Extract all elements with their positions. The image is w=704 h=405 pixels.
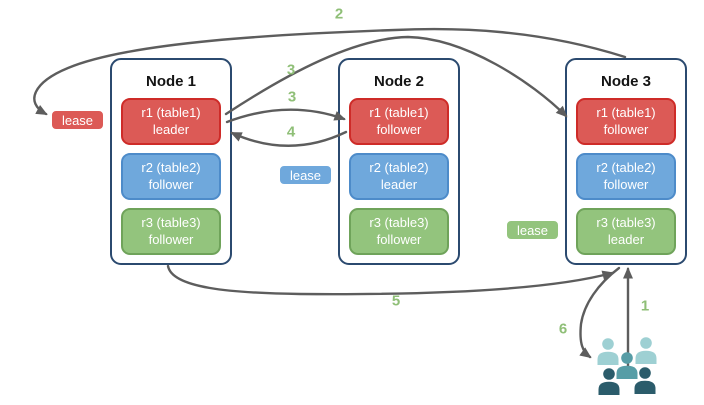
replica-name: r2 (table2) (141, 159, 201, 175)
node-2-replica-r2: r2 (table2) leader (349, 153, 449, 200)
arrow-label-3b: 3 (287, 88, 297, 106)
node-3-box: Node 3 r1 (table1) follower r2 (table2) … (565, 58, 687, 265)
lease-tag-blue: lease (278, 164, 333, 186)
arrow-5-path (166, 264, 614, 296)
replica-role: follower (376, 231, 422, 247)
node-2-replica-r3: r3 (table3) follower (349, 208, 449, 255)
arrow-label-1: 1 (640, 297, 650, 315)
arrow-label-5: 5 (391, 292, 401, 310)
user-middle-icon (616, 352, 638, 379)
node-3-title: Node 3 (600, 73, 651, 90)
replica-name: r3 (table3) (141, 214, 201, 230)
node-3-replica-r3: r3 (table3) leader (576, 208, 676, 255)
replica-name: r2 (table2) (596, 159, 656, 175)
lease-tag-red: lease (50, 109, 105, 131)
replica-role: follower (148, 231, 194, 247)
replica-role: leader (607, 231, 645, 247)
user-back-right-icon (635, 337, 657, 364)
replica-name: r3 (table3) (369, 214, 429, 230)
user-back-left-icon (597, 338, 619, 365)
node-3-replica-r1: r1 (table1) follower (576, 98, 676, 145)
node-3-replica-r2: r2 (table2) follower (576, 153, 676, 200)
arrow-label-2: 2 (334, 5, 344, 23)
replica-name: r1 (table1) (369, 104, 429, 120)
replica-name: r3 (table3) (596, 214, 656, 230)
users-group-icon (597, 337, 657, 395)
node-2-title: Node 2 (373, 73, 424, 90)
user-front-left-icon (598, 368, 620, 395)
node-2-box: Node 2 r1 (table1) follower r2 (table2) … (338, 58, 460, 265)
arrow-label-6: 6 (558, 320, 568, 338)
node-1-box: Node 1 r1 (table1) leader r2 (table2) fo… (110, 58, 232, 265)
arrow-label-3a: 3 (286, 61, 296, 79)
replica-role: follower (603, 121, 649, 137)
replica-name: r1 (table1) (596, 104, 656, 120)
replica-name: r1 (table1) (141, 104, 201, 120)
replica-role: follower (603, 176, 649, 192)
node-1-title: Node 1 (145, 73, 196, 90)
arrow-3-to-node2-path (225, 108, 346, 124)
replica-role: follower (148, 176, 194, 192)
arrow-label-4: 4 (286, 123, 296, 141)
replica-role: follower (376, 121, 422, 137)
node-1-replica-r2: r2 (table2) follower (121, 153, 221, 200)
arrow-6-path (579, 266, 621, 359)
replica-role: leader (152, 121, 190, 137)
node-1-replica-r1: r1 (table1) leader (121, 98, 221, 145)
lease-tag-green: lease (505, 219, 560, 241)
node-2-replica-r1: r1 (table1) follower (349, 98, 449, 145)
replica-name: r2 (table2) (369, 159, 429, 175)
node-1-replica-r3: r3 (table3) follower (121, 208, 221, 255)
replica-role: leader (380, 176, 418, 192)
user-front-right-icon (634, 367, 656, 394)
